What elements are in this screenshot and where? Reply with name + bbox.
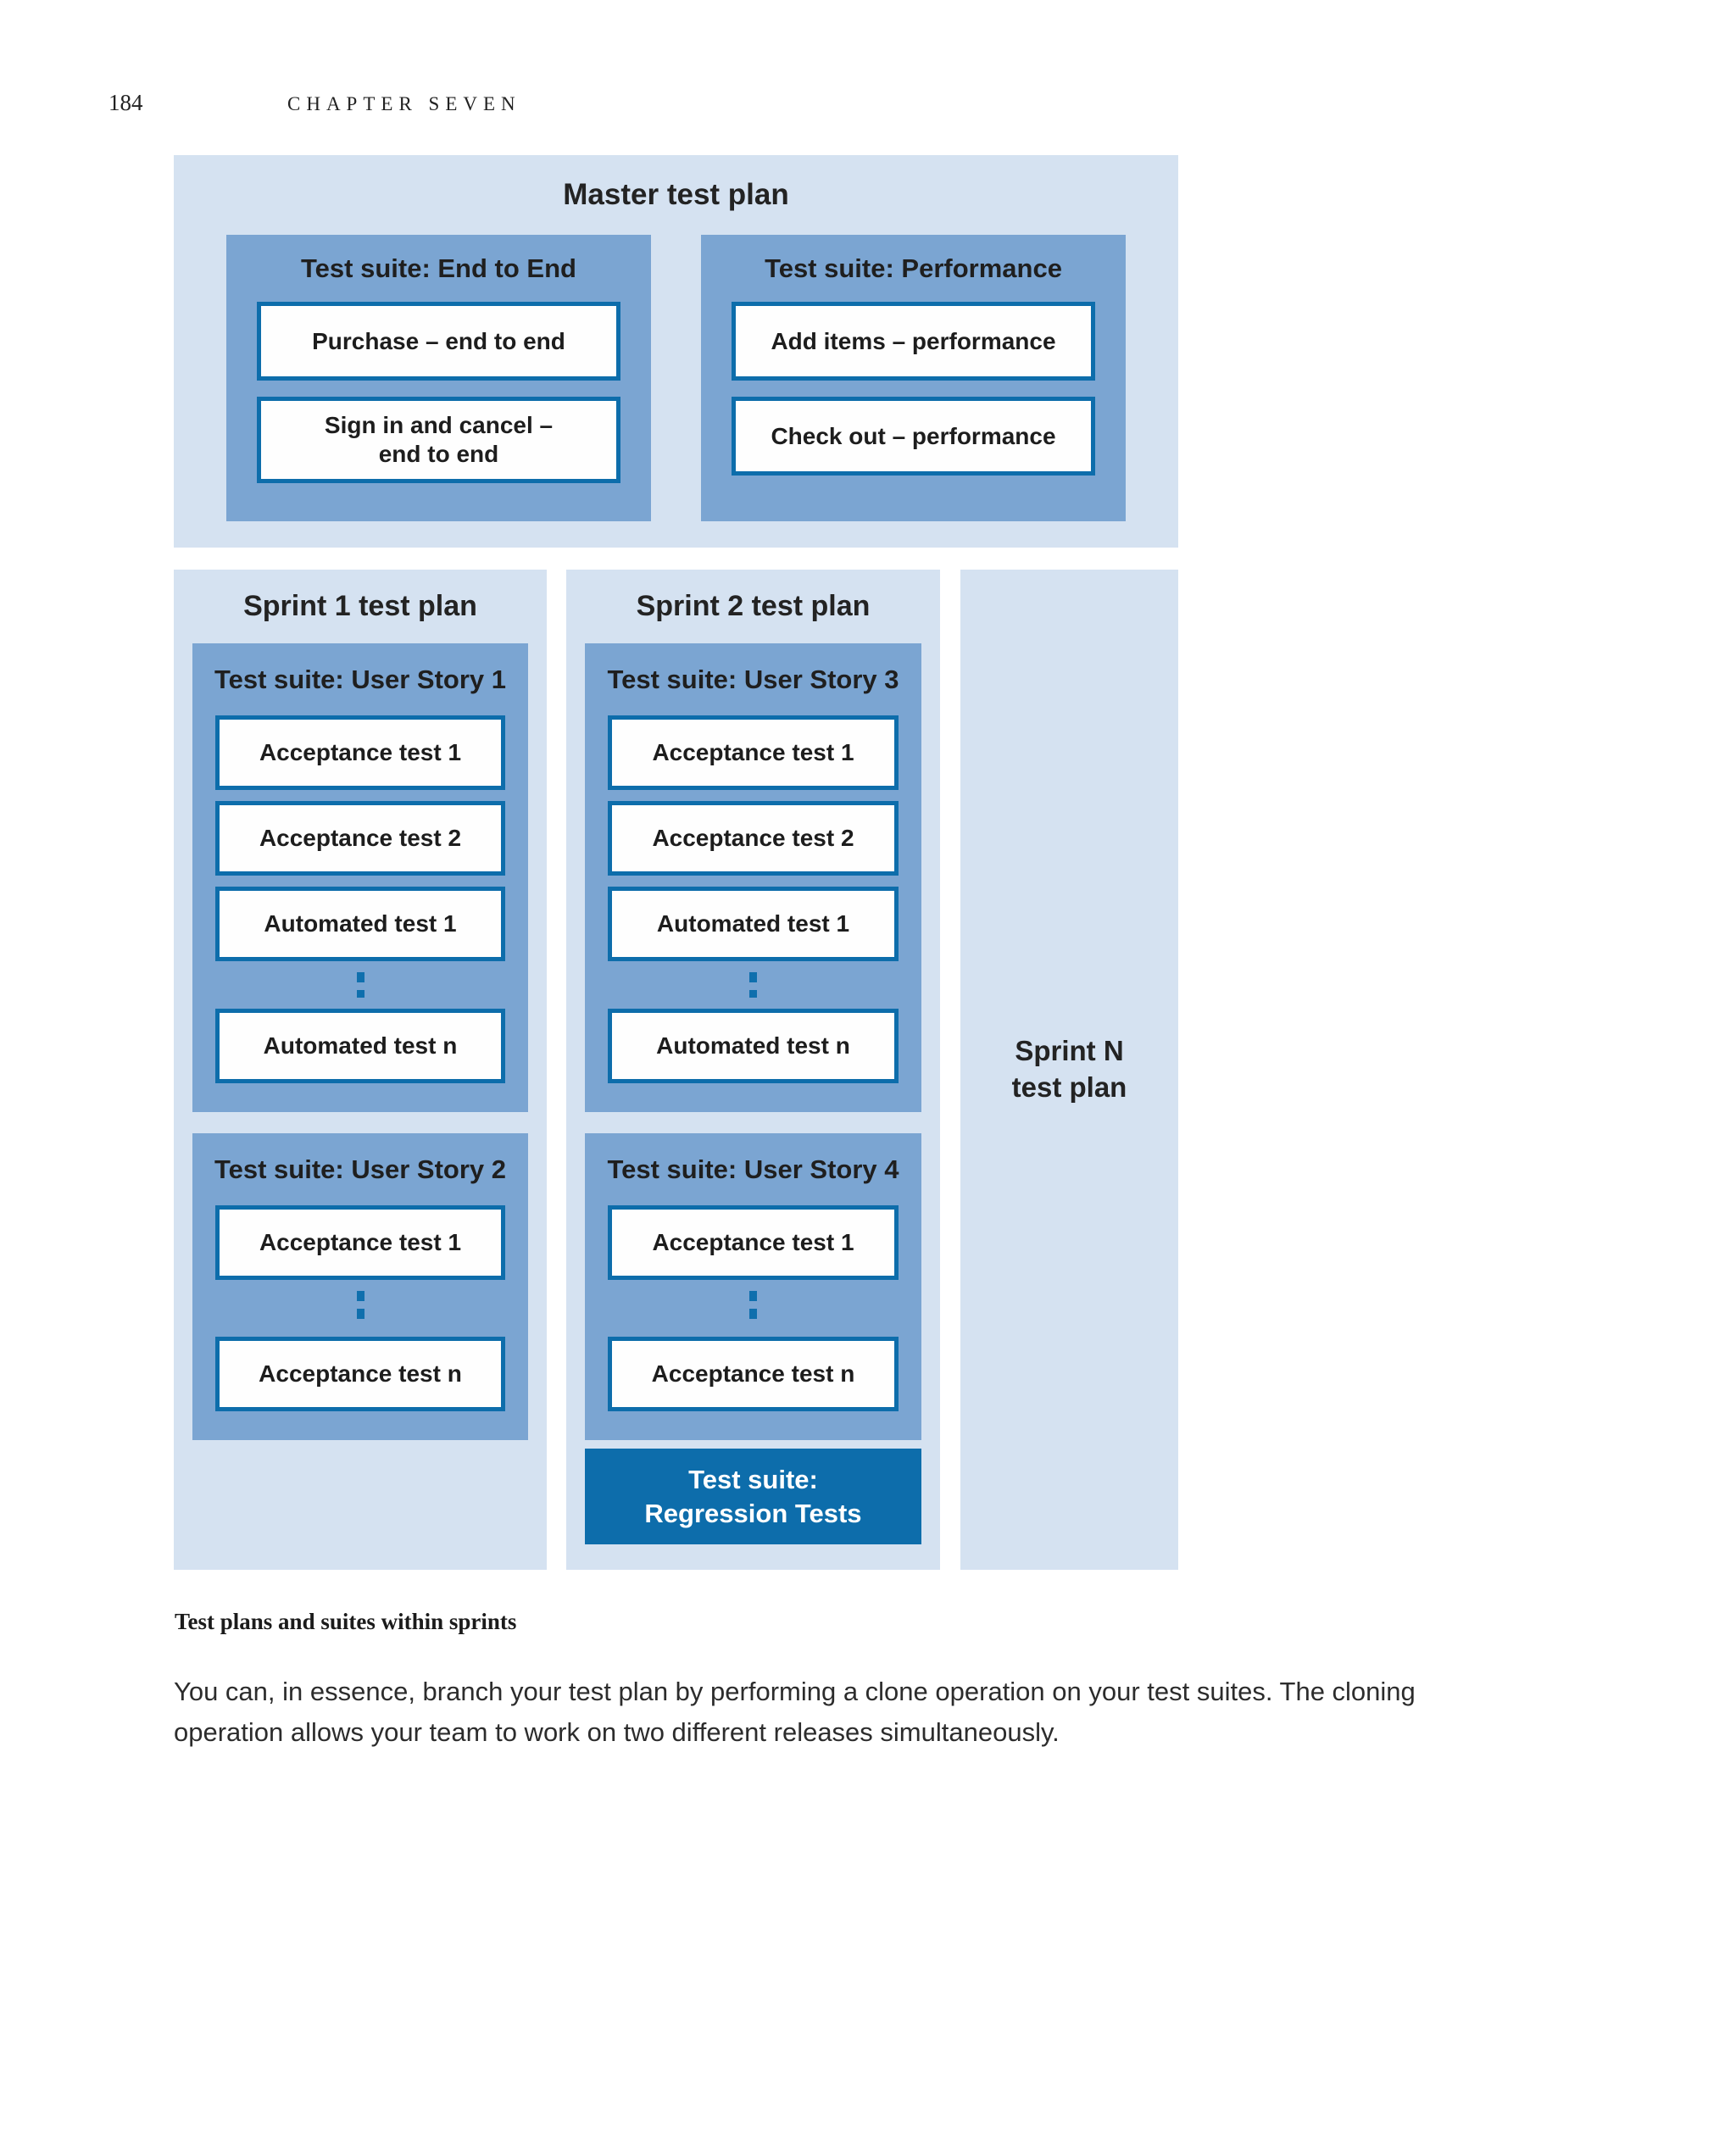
test-case: Acceptance test 1 bbox=[215, 715, 505, 790]
test-case: Acceptance test 1 bbox=[215, 1205, 505, 1280]
test-suite-end-to-end: Test suite: End to End Purchase – end to… bbox=[226, 235, 651, 521]
test-case: Add items – performance bbox=[732, 302, 1095, 381]
suite-title: Test suite: User Story 2 bbox=[214, 1154, 506, 1184]
test-case-label: Acceptance test 1 bbox=[259, 1229, 462, 1255]
suite-tests: Purchase – end to end Sign in and cancel… bbox=[226, 302, 651, 483]
sprint-n-label: Sprint N test plan bbox=[1011, 1035, 1127, 1103]
test-case-label: Acceptance test n bbox=[651, 1360, 855, 1387]
figure-caption: Test plans and suites within sprints bbox=[175, 1609, 517, 1634]
test-case: Acceptance test n bbox=[608, 1337, 899, 1411]
test-suite-performance: Test suite: Performance Add items – perf… bbox=[701, 235, 1126, 521]
test-suite-user-story-1: Test suite: User Story 1 Acceptance test… bbox=[192, 643, 528, 1112]
sprint-2-title: Sprint 2 test plan bbox=[636, 590, 871, 622]
suite-title: Test suite: User Story 4 bbox=[607, 1154, 899, 1184]
suite-title: Test suite: End to End bbox=[301, 253, 576, 283]
dashed-connector bbox=[749, 1291, 757, 1326]
test-case: Check out – performance bbox=[732, 397, 1095, 476]
test-case: Acceptance test 1 bbox=[608, 715, 899, 790]
test-case-label: Acceptance test 1 bbox=[652, 1229, 854, 1255]
test-plan-diagram: Master test plan Test suite: End to End … bbox=[174, 155, 1178, 1570]
running-head-chapter: CHAPTER SEVEN bbox=[287, 93, 521, 114]
test-case-label: Acceptance test 1 bbox=[259, 739, 462, 765]
suite-title: Test suite: User Story 3 bbox=[607, 664, 899, 694]
test-case-label: Acceptance test 1 bbox=[652, 739, 854, 765]
test-case: Sign in and cancel – end to end bbox=[257, 397, 620, 483]
sprint-2-test-plan: Sprint 2 test plan Test suite: User Stor… bbox=[566, 570, 940, 1570]
body-paragraph: You can, in essence, branch your test pl… bbox=[174, 1677, 1416, 1747]
suite-title: Test suite: User Story 1 bbox=[214, 664, 506, 694]
regression-suite-label: Test suite: Regression Tests bbox=[644, 1464, 862, 1528]
sprint-1-title: Sprint 1 test plan bbox=[243, 590, 477, 622]
suite-tests: Add items – performance Check out – perf… bbox=[701, 302, 1126, 476]
dashed-connector bbox=[356, 972, 364, 998]
test-case-label: Automated test 1 bbox=[656, 910, 850, 937]
suite-tests: Acceptance test 1 Acceptance test n bbox=[585, 1205, 921, 1440]
master-suites-row: Test suite: End to End Purchase – end to… bbox=[174, 235, 1178, 521]
page-number: 184 bbox=[108, 90, 143, 115]
test-case-label: Acceptance test 2 bbox=[652, 825, 854, 851]
test-case-label: Check out – performance bbox=[771, 422, 1056, 449]
sprint-plans-row: Sprint 1 test plan Test suite: User Stor… bbox=[174, 570, 1178, 1570]
test-case-label: Purchase – end to end bbox=[312, 327, 565, 354]
test-case: Automated test 1 bbox=[215, 887, 505, 961]
test-case-label: Add items – performance bbox=[771, 327, 1056, 354]
test-case: Acceptance test 1 bbox=[608, 1205, 899, 1280]
test-case-label: Automated test n bbox=[656, 1032, 850, 1059]
sprint-n-test-plan: Sprint N test plan bbox=[960, 570, 1178, 1570]
test-case: Automated test n bbox=[215, 1009, 505, 1083]
test-case: Automated test n bbox=[608, 1009, 899, 1083]
dashed-connector bbox=[749, 972, 757, 998]
suite-title: Test suite: Performance bbox=[765, 253, 1062, 283]
test-case: Acceptance test 2 bbox=[215, 801, 505, 876]
test-suite-user-story-2: Test suite: User Story 2 Acceptance test… bbox=[192, 1133, 528, 1440]
test-case-label: Acceptance test 2 bbox=[259, 825, 462, 851]
test-case: Acceptance test n bbox=[215, 1337, 505, 1411]
suite-tests: Acceptance test 1 Acceptance test n bbox=[192, 1205, 528, 1440]
test-case: Purchase – end to end bbox=[257, 302, 620, 381]
test-suite-user-story-3: Test suite: User Story 3 Acceptance test… bbox=[585, 643, 921, 1112]
test-case: Acceptance test 2 bbox=[608, 801, 899, 876]
master-plan-title: Master test plan bbox=[563, 178, 789, 211]
test-case-label: Sign in and cancel – end to end bbox=[324, 411, 554, 467]
test-suite-regression-tests: Test suite: Regression Tests bbox=[585, 1449, 921, 1544]
test-suite-user-story-4: Test suite: User Story 4 Acceptance test… bbox=[585, 1133, 921, 1440]
sprint-1-test-plan: Sprint 1 test plan Test suite: User Stor… bbox=[174, 570, 547, 1570]
test-case: Automated test 1 bbox=[608, 887, 899, 961]
test-case-label: Acceptance test n bbox=[259, 1360, 462, 1387]
suite-tests: Acceptance test 1 Acceptance test 2 Auto… bbox=[192, 715, 528, 1112]
master-test-plan: Master test plan Test suite: End to End … bbox=[174, 155, 1178, 548]
test-case-label: Automated test 1 bbox=[264, 910, 457, 937]
test-case-label: Automated test n bbox=[263, 1032, 458, 1059]
dashed-connector bbox=[356, 1291, 364, 1326]
suite-tests: Acceptance test 1 Acceptance test 2 Auto… bbox=[585, 715, 921, 1112]
